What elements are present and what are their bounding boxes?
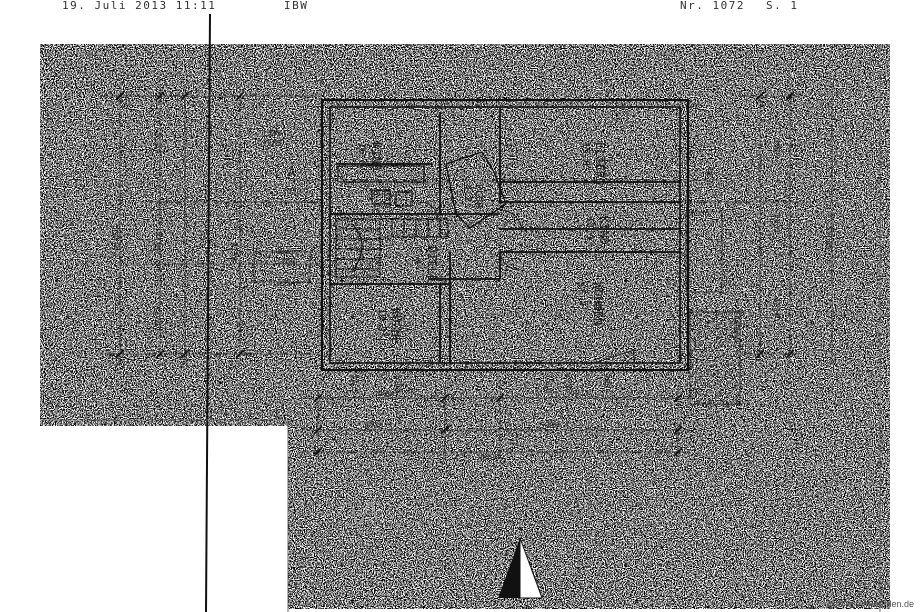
- blank-area: [0, 426, 288, 612]
- room-name: ELTERN: [593, 142, 607, 185]
- dim-bottom-sub-right: 5390: [540, 421, 559, 430]
- dimension-labels: 8690 4068 4013 2835 5390 1365 1385 1510 …: [110, 129, 833, 462]
- room-kind-2: KIND 13.9²: [584, 216, 611, 246]
- room-name: BAD: [381, 190, 392, 208]
- dim-bottom-small-3: 1510: [544, 374, 553, 393]
- dim-mid-3: 1260: [276, 257, 295, 266]
- dim-mid-2: 1135: [276, 247, 295, 256]
- room-diele: DIELE 7.4²: [412, 246, 439, 282]
- section-line: A A: [288, 165, 720, 181]
- dim-bottom-left: 4068: [378, 389, 397, 398]
- fax-sender: IBW: [284, 0, 309, 12]
- dim-right-3: 5310: [772, 298, 781, 317]
- window-bay-right: [685, 211, 723, 293]
- staircase: [335, 218, 449, 278]
- dim-bottom-small-1: 1365: [350, 374, 359, 393]
- room-name: FLUR: [473, 184, 484, 209]
- dim-bottom-right: 4013: [570, 389, 589, 398]
- room-flur: FLUR 4.2²: [462, 184, 484, 209]
- room-area: 27.5²: [578, 282, 589, 312]
- dim-right-2: 2835: [772, 214, 781, 233]
- site-contour: [42, 419, 289, 612]
- room-name: DIELE: [425, 246, 439, 282]
- dim-top-1: 1385: [262, 129, 281, 138]
- dim-bottom-small-5: 2285: [602, 374, 611, 393]
- dim-mid-4: 1473: [272, 279, 291, 288]
- room-kind-1: KIND 16.0²: [356, 142, 383, 172]
- fax-date: 19. Juli 2013 11:11: [62, 0, 217, 12]
- building-outline: [320, 98, 690, 372]
- room-name: WOHNEN: [591, 282, 605, 325]
- dim-right-1: 3885: [772, 138, 781, 157]
- section-mark-right: A: [706, 165, 714, 179]
- garage-label: Garage: [732, 310, 741, 339]
- floor-plan: A A: [0, 14, 890, 612]
- room-name: KIND: [369, 142, 383, 171]
- dim-total-bottom: 8690: [480, 453, 499, 462]
- room-eltern: ELTERN 15.0²: [580, 142, 607, 185]
- room-area: 16.0²: [356, 142, 367, 172]
- bath-fixtures: [337, 165, 425, 207]
- dim-bottom-small-4: 2785: [564, 374, 573, 393]
- flur-arrow: [445, 151, 507, 229]
- window-bay: [253, 251, 311, 283]
- dim-top-3: 1010: [282, 187, 301, 196]
- room-wohnen: WOHNEN 27.5²: [578, 282, 605, 325]
- room-area: 15.0²: [580, 142, 591, 172]
- door-swings: [419, 201, 635, 364]
- room-labels: KIND 16.0² ELTERN 15.0² KIND 13.9² BAD 6…: [356, 142, 611, 344]
- fax-page: S. 1: [766, 0, 799, 12]
- north-arrow-icon: [498, 520, 543, 599]
- room-area: 13.9²: [584, 216, 595, 246]
- dim-left-total: 12010: [110, 226, 119, 250]
- dim-left-3: 1470: [152, 306, 161, 325]
- dim-left-2: 2135: [152, 232, 161, 251]
- dim-bottom-small-2: 1385: [394, 374, 403, 393]
- pencil-scribble: [339, 502, 377, 524]
- dim-right-total: 12010: [824, 226, 833, 250]
- dim-top-2: 1385: [262, 139, 281, 148]
- fax-number: Nr. 1072: [680, 0, 745, 12]
- dimension-ticks: [115, 91, 795, 457]
- garage-hatch: [689, 311, 741, 405]
- dim-left-1: 2550: [152, 132, 161, 151]
- room-area: 4.2²: [462, 184, 473, 208]
- room-name: KÜCHE: [389, 308, 405, 344]
- room-kueche: KÜCHE 10.9²: [376, 308, 405, 344]
- watermark: wohnen-im-norden.de: [826, 599, 914, 609]
- fax-line: [205, 14, 211, 612]
- dim-bottom-sub-left: 2835: [364, 421, 383, 430]
- room-area: 10.9²: [376, 308, 387, 338]
- interior-walls: [330, 107, 680, 363]
- room-area: 6.4²: [370, 190, 381, 214]
- fax-header: 19. Juli 2013 11:11 IBW Nr. 1072 S. 1: [0, 0, 920, 14]
- room-area: 7.4²: [412, 246, 423, 270]
- section-mark-left: A: [288, 165, 296, 179]
- dim-mid-1: 3150: [230, 242, 239, 261]
- room-bad: BAD 6.4²: [370, 190, 392, 214]
- room-name: KIND: [597, 216, 611, 245]
